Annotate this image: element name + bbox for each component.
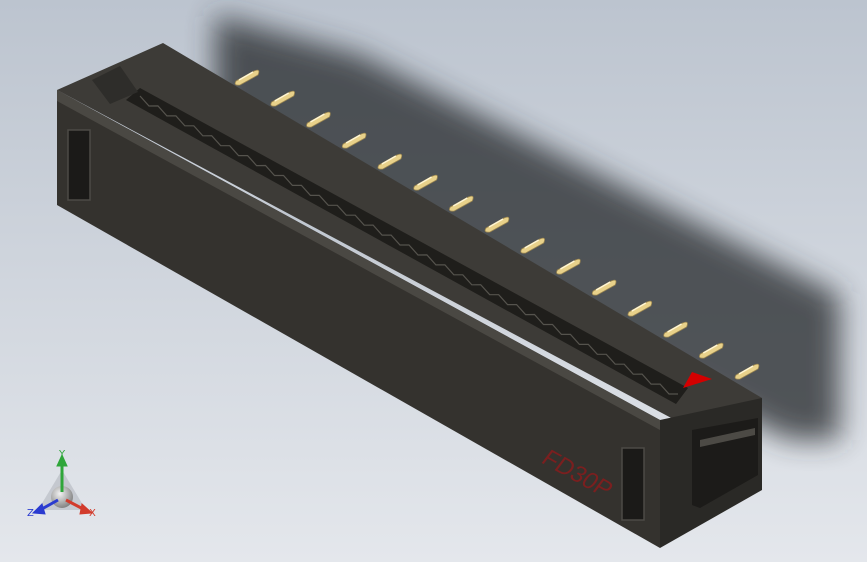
pin bbox=[484, 216, 510, 233]
model-shadow bbox=[215, 15, 840, 440]
pin bbox=[556, 258, 581, 275]
x-axis-label: X bbox=[89, 508, 96, 519]
y-axis-label: Y bbox=[58, 449, 66, 460]
orientation-triad[interactable]: Y X Z bbox=[27, 449, 96, 519]
latch-step bbox=[700, 428, 755, 447]
z-axis-label: Z bbox=[27, 508, 34, 519]
polarity-notch bbox=[92, 66, 138, 104]
pin bbox=[270, 90, 295, 107]
right-ejector-window bbox=[621, 447, 645, 521]
z-axis-arrow-icon bbox=[31, 503, 46, 515]
connector-front-face bbox=[57, 90, 660, 548]
pin bbox=[627, 300, 653, 317]
pin bbox=[234, 69, 260, 86]
left-ejector-window bbox=[67, 129, 91, 201]
pin bbox=[663, 321, 688, 338]
pin bbox=[449, 195, 474, 212]
pin bbox=[341, 132, 367, 149]
pin-row bbox=[234, 69, 760, 380]
y-axis-arrow-icon bbox=[56, 453, 68, 467]
pin bbox=[591, 279, 617, 296]
pin bbox=[699, 342, 724, 359]
pin bbox=[413, 174, 438, 191]
triangle-marker-icon bbox=[683, 372, 712, 388]
pin bbox=[734, 363, 760, 380]
x-axis-arrow-icon bbox=[79, 503, 94, 515]
pin bbox=[377, 153, 403, 170]
front-face-highlight bbox=[57, 90, 660, 430]
slot-contact-ridges bbox=[139, 95, 678, 395]
pin bbox=[520, 237, 545, 254]
pin bbox=[306, 111, 331, 128]
